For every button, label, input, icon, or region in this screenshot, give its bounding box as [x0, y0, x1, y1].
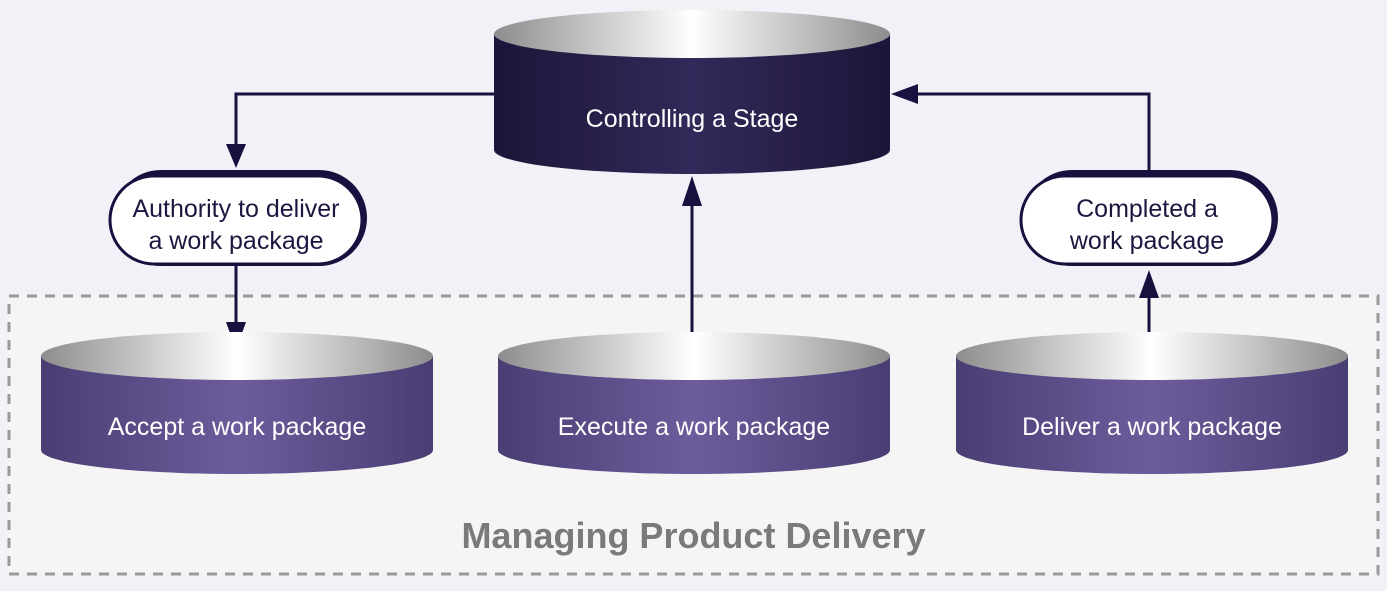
arrowhead-completed [1139, 270, 1159, 298]
region-title: Managing Product Delivery [461, 515, 926, 556]
deliver-a-work-package-label: Deliver a work package [1022, 413, 1282, 441]
accept-a-work-package-process [41, 332, 433, 474]
arrowhead-controlling-bottom [682, 176, 702, 206]
completed-product [1019, 170, 1278, 266]
arrowhead-controlling-right [891, 84, 918, 104]
completed-line1: Completed a [1076, 195, 1218, 223]
controlling-a-stage-process [494, 10, 890, 174]
authority-line1: Authority to deliver [132, 195, 340, 223]
execute-a-work-package-process [498, 332, 890, 474]
accept-a-work-package-label: Accept a work package [107, 413, 367, 441]
deliver-a-work-package-process [956, 332, 1348, 474]
connector-completed-to-controlling [916, 92, 1151, 172]
arrowhead-authority [226, 144, 246, 168]
connector-controlling-to-authority [234, 92, 495, 146]
execute-a-work-package-label: Execute a work package [557, 413, 831, 441]
completed-line2: work package [1069, 227, 1225, 255]
controlling-a-stage-label: Controlling a Stage [585, 105, 799, 133]
authority-line2: a work package [148, 227, 324, 255]
authority-product [108, 170, 367, 266]
